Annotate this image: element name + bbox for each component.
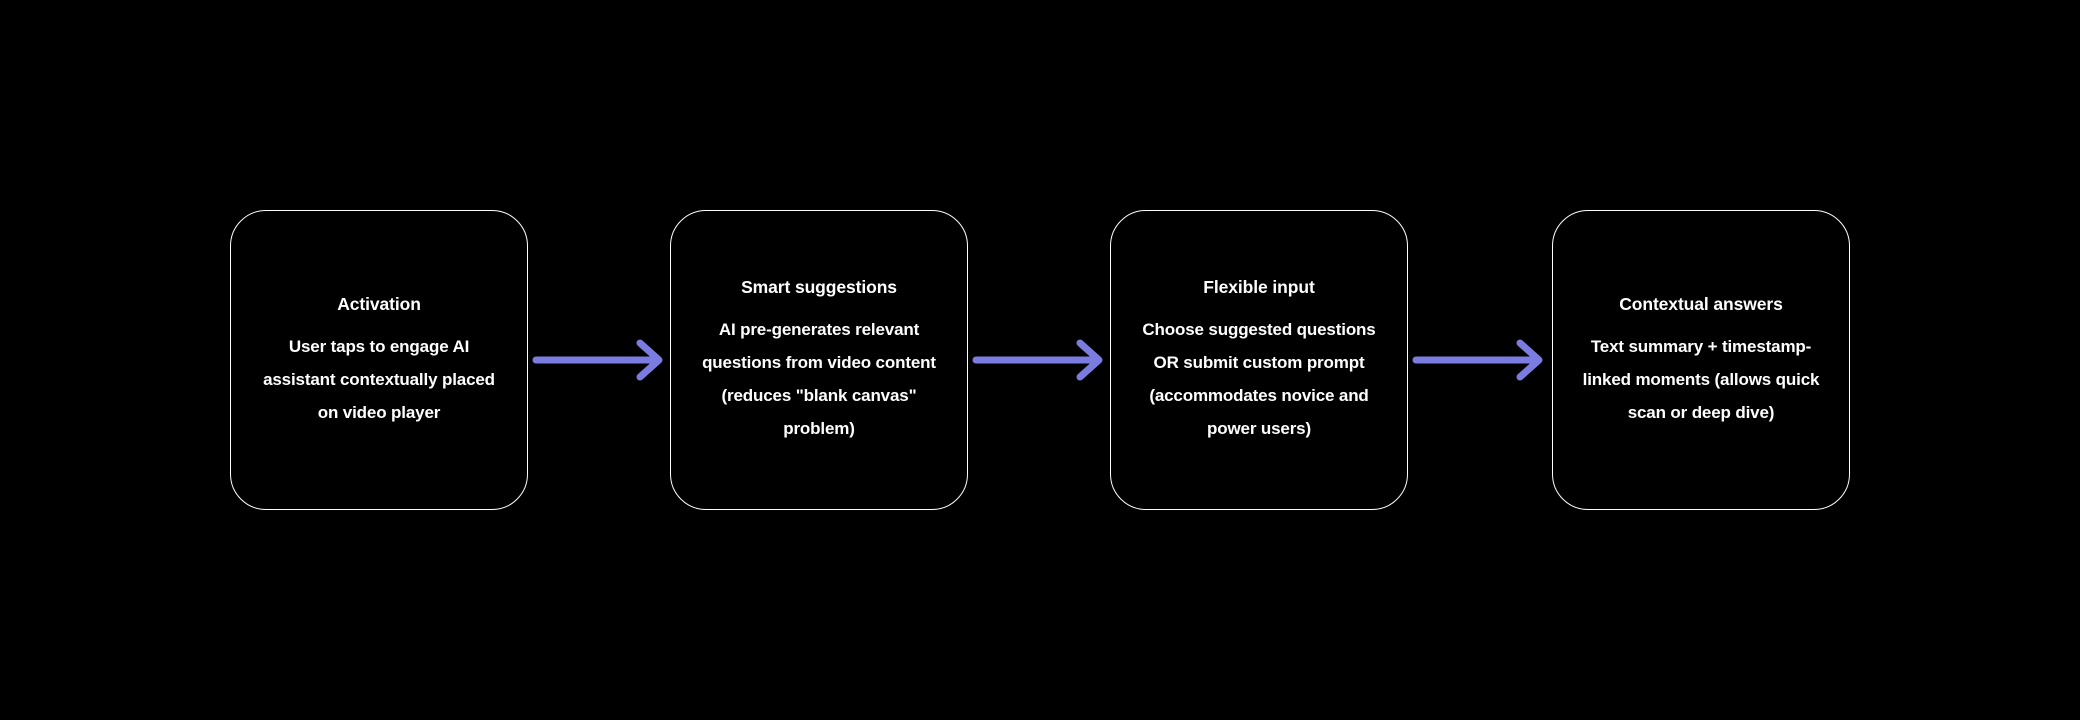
flow-node-title: Smart suggestions [741, 277, 897, 297]
flow-connector-arrow-1 [532, 339, 663, 381]
flow-node-description: Text summary + timestamp-linked moments … [1582, 336, 1820, 422]
flow-node-contextual-answers[interactable]: Contextual answers Text summary + timest… [1552, 210, 1850, 510]
flow-node-title: Flexible input [1203, 277, 1315, 297]
flow-node-description: AI pre-generates relevant questions from… [702, 320, 936, 438]
flow-node-flexible-input[interactable]: Flexible input Choose suggested question… [1110, 210, 1408, 510]
flow-connector-arrow-2 [972, 339, 1103, 381]
flow-node-activation[interactable]: Activation User taps to engage AI assist… [230, 210, 528, 510]
flow-connector-arrow-3 [1412, 339, 1543, 381]
flow-node-description: Choose suggested questions OR submit cus… [1142, 320, 1376, 438]
flow-node-smart-suggestions[interactable]: Smart suggestions AI pre-generates relev… [670, 210, 968, 510]
flow-node-description: User taps to engage AI assistant context… [263, 336, 495, 422]
flow-node-title: Activation [337, 293, 421, 314]
flow-node-title: Contextual answers [1619, 293, 1783, 314]
